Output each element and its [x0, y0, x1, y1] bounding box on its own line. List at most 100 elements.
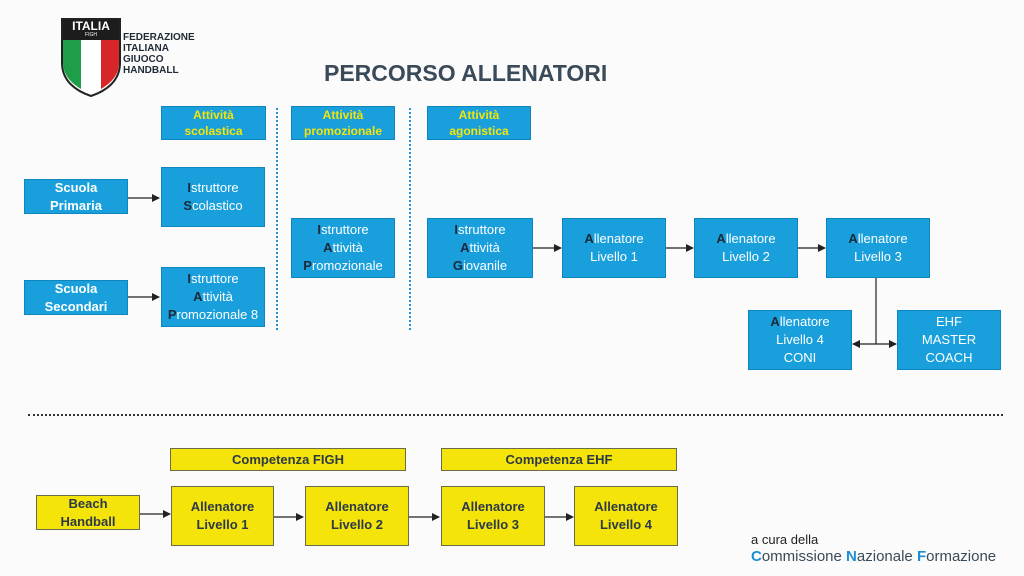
word-rest: llenatore: [593, 231, 644, 246]
beach-l4-line2: Livello 4: [599, 517, 653, 532]
logo-org-name: FEDERAZIONE ITALIANA GIUOCO HANDBALL: [123, 32, 195, 76]
credit-commissione: Commissione Nazionale Formazione: [751, 548, 996, 565]
logo-badge-sub: FIGH: [85, 32, 97, 38]
box-allenatore-livello-2: Allenatore Livello 2: [694, 218, 798, 278]
initial-letter: A: [460, 240, 470, 255]
beach-handball-line1: Beach: [68, 495, 108, 511]
istr-scol-line1: Istruttore: [187, 179, 238, 197]
figh-logo: ITALIA FIGH: [60, 17, 122, 98]
istr-prom-line3: Promozionale: [303, 257, 383, 275]
initial-letter: I: [317, 222, 321, 237]
credit-small: a cura della: [751, 532, 819, 547]
initial-letter: A: [584, 231, 594, 246]
initial-letter: P: [303, 258, 312, 273]
all-l4-line1: Allenatore: [770, 313, 829, 331]
initial-letter: A: [193, 289, 203, 304]
box-istruttore-scolastico: Istruttore Scolastico: [161, 167, 265, 227]
beach-l4-line1: Allenatore: [594, 499, 658, 514]
scuola-primaria-line1: Scuola: [54, 179, 98, 195]
ehf-line3: COACH: [925, 350, 973, 365]
label-competenza-figh: Competenza FIGH: [170, 448, 406, 471]
initial-letter: A: [323, 240, 333, 255]
ehf-line1: EHF: [936, 314, 962, 329]
box-allenatore-livello-4-coni: Allenatore Livello 4 CONI: [748, 310, 852, 370]
all-l3-line1: Allenatore: [848, 230, 907, 248]
scuola-primaria-line2: Primaria: [49, 197, 103, 213]
box-scuola-secondari: Scuola Secondari: [24, 280, 128, 315]
all-l4-line3: CONI: [783, 350, 817, 365]
credit-word-3: ormazione: [926, 548, 997, 565]
shield-icon: [61, 18, 121, 98]
word-rest: romozionale: [311, 258, 383, 273]
credit-initial-n: N: [846, 548, 857, 565]
header-scolastica-line2: scolastica: [184, 124, 243, 138]
box-beach-allenatore-livello-2: Allenatore Livello 2: [305, 486, 409, 546]
istr-p8-line1: Istruttore: [187, 270, 238, 288]
istr-p8-line3: Promozionale 8: [168, 306, 258, 324]
box-allenatore-livello-1: Allenatore Livello 1: [562, 218, 666, 278]
box-beach-allenatore-livello-1: Allenatore Livello 1: [171, 486, 274, 546]
initial-letter: I: [187, 180, 191, 195]
initial-letter: P: [167, 307, 177, 322]
scuola-secondari-line2: Secondari: [44, 298, 108, 314]
org-line-2: ITALIANA: [123, 43, 169, 54]
credit-initial-c: C: [751, 548, 762, 565]
word-rest: iovanile: [463, 258, 508, 273]
box-istruttore-promozionale: Istruttore Attività Promozionale: [291, 218, 395, 278]
box-istruttore-giovanile: Istruttore Attività Giovanile: [427, 218, 533, 278]
initial-letter: I: [454, 222, 458, 237]
header-promozionale-line2: promozionale: [303, 124, 382, 138]
word-rest: struttore: [190, 180, 239, 195]
box-beach-allenatore-livello-3: Allenatore Livello 3: [441, 486, 545, 546]
istr-scol-line2: Scolastico: [183, 197, 242, 215]
istr-giov-line3: Giovanile: [453, 257, 507, 275]
initial-letter: G: [452, 258, 464, 273]
initial-letter: A: [770, 314, 780, 329]
beach-l2-line2: Livello 2: [330, 517, 384, 532]
org-line-4: HANDBALL: [123, 65, 179, 76]
istr-giov-line2: Attività: [460, 239, 500, 257]
initial-letter: I: [187, 271, 191, 286]
beach-l3-line2: Livello 3: [466, 517, 520, 532]
page-title: PERCORSO ALLENATORI: [324, 60, 608, 86]
all-l2-line1: Allenatore: [716, 230, 775, 248]
istr-prom-line1: Istruttore: [317, 221, 368, 239]
initial-letter: A: [848, 231, 858, 246]
box-beach-allenatore-livello-4: Allenatore Livello 4: [574, 486, 678, 546]
word-rest: llenatore: [779, 314, 830, 329]
beach-l1-line2: Livello 1: [196, 517, 249, 532]
header-attivita-scolastica: Attività scolastica: [161, 106, 266, 140]
beach-handball-line2: Handball: [60, 513, 116, 529]
org-line-1: FEDERAZIONE: [123, 32, 195, 43]
org-line-3: GIUOCO: [123, 54, 164, 65]
box-allenatore-livello-3: Allenatore Livello 3: [826, 218, 930, 278]
word-rest: ttività: [332, 240, 363, 255]
all-l2-line2: Livello 2: [722, 249, 770, 264]
header-attivita-agonistica: Attività agonistica: [427, 106, 531, 140]
istr-prom-line2: Attività: [323, 239, 363, 257]
credit-word-1: ommissione: [761, 548, 847, 565]
header-agonistica-line2: agonistica: [449, 124, 509, 138]
header-scolastica-line1: Attività: [193, 108, 234, 122]
beach-l1-line1: Allenatore: [190, 499, 255, 514]
section-divider: [28, 414, 1003, 416]
all-l1-line1: Allenatore: [584, 230, 643, 248]
beach-l3-line1: Allenatore: [461, 499, 525, 514]
word-rest: llenatore: [857, 231, 908, 246]
word-rest: struttore: [457, 222, 506, 237]
column-separator-2: [409, 108, 411, 330]
box-beach-handball: Beach Handball: [36, 495, 140, 530]
logo-badge-text: ITALIA: [72, 19, 110, 33]
initial-letter: S: [183, 198, 193, 213]
credit-initial-f: F: [916, 548, 927, 565]
word-rest: colastico: [192, 198, 243, 213]
header-attivita-promozionale: Attività promozionale: [291, 106, 395, 140]
all-l3-line2: Livello 3: [854, 249, 902, 264]
ehf-line2: MASTER: [921, 332, 977, 347]
credit-word-2: azionale: [856, 548, 917, 565]
scuola-secondari-line1: Scuola: [54, 280, 98, 296]
word-rest: romozionale 8: [176, 307, 259, 322]
word-rest: struttore: [320, 222, 369, 237]
box-ehf-master-coach: EHF MASTER COACH: [897, 310, 1001, 370]
